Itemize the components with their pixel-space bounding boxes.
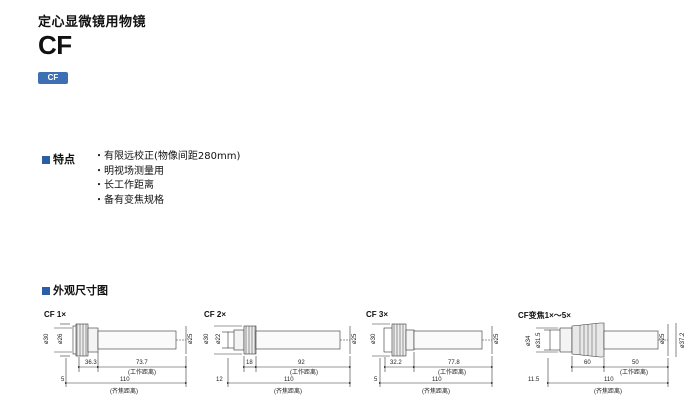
- dim-cf2-len-b: 92: [298, 360, 305, 366]
- objective-tube: [97, 330, 177, 350]
- dim-cf1-dia-outer: ø30: [44, 333, 50, 344]
- model-label-cf2: CF 2×: [204, 310, 227, 319]
- dim-cfzoom-dia-max: ø37.2: [680, 332, 686, 348]
- dim-cfzoom-len-b: 50: [632, 360, 639, 366]
- feature-item: 明视场测量用: [94, 165, 240, 180]
- objective-collar: [87, 327, 99, 353]
- section-marker-icon: [42, 156, 50, 164]
- dim-cf1-focal-label: (齐焦距离): [110, 387, 138, 395]
- dim-cf3-dia-tube: ø25: [494, 333, 500, 344]
- model-label-cf3: CF 3×: [366, 310, 389, 319]
- drawing-cfzoom: [536, 322, 677, 387]
- dim-cf1-total: 110: [120, 377, 130, 383]
- dim-cf2-len-a: 18: [246, 360, 253, 366]
- feature-item: 长工作距离: [94, 179, 240, 194]
- dim-cf2-offset: 12: [216, 377, 223, 383]
- dim-cf3-focal-label: (齐焦距离): [422, 387, 450, 395]
- dim-cf1-dia-tube: ø25: [188, 333, 194, 344]
- dim-cfzoom-focal-label: (齐焦距离): [594, 387, 622, 395]
- dim-cfzoom-wd-label: (工作距离): [620, 368, 648, 376]
- objective-shoulder: [559, 327, 573, 353]
- section-marker-icon: [42, 287, 50, 295]
- page-subtitle: 定心显微镜用物镜: [38, 15, 147, 30]
- dim-cf3-offset: 5: [374, 377, 378, 383]
- dim-cf3-total: 110: [432, 377, 442, 383]
- dim-cf1-wd-label: (工作距离): [128, 368, 156, 376]
- feature-item: 备有变焦规格: [94, 194, 240, 209]
- dim-cfzoom-offset: 11.5: [528, 377, 540, 383]
- dimensions-heading-text: 外观尺寸图: [53, 284, 108, 297]
- dimensions-heading: 外观尺寸图: [42, 282, 108, 298]
- dim-cf1-offset: 5: [61, 377, 65, 383]
- features-heading-text: 特点: [53, 153, 75, 166]
- dim-cf2-total: 110: [284, 377, 294, 383]
- dim-cf1-dia-inner: ø26: [58, 333, 64, 344]
- dim-cf3-wd-label: (工作距离): [438, 368, 466, 376]
- model-label-cf1: CF 1×: [44, 310, 67, 319]
- objective-collar: [405, 329, 415, 351]
- model-label-cfzoom: CF变焦1×～5×: [518, 311, 571, 320]
- feature-item: 有限远校正(物像间距280mm): [94, 150, 240, 165]
- dim-cf2-dia-outer: ø30: [204, 333, 210, 344]
- dim-cf3-dia-outer: ø30: [371, 333, 377, 344]
- page-title: CF: [38, 30, 72, 60]
- dim-cfzoom-total: 110: [604, 377, 614, 383]
- features-heading: 特点: [42, 151, 75, 167]
- dim-cf3-len-b: 77.8: [448, 360, 460, 366]
- drawing-cf3: [372, 323, 494, 387]
- dim-cf2-dia-inner: ø22: [216, 333, 222, 344]
- objective-shoulder: [233, 329, 245, 351]
- features-list: 有限远校正(物像间距280mm) 明视场测量用 长工作距离 备有变焦规格: [94, 150, 240, 208]
- series-tag: CF: [38, 72, 68, 84]
- objective-tube: [255, 330, 341, 350]
- dim-cfzoom-dia-inner: ø31.5: [536, 332, 542, 348]
- objective-tube: [603, 330, 659, 350]
- dim-cf1-len-b: 73.7: [136, 360, 148, 366]
- dim-cf2-wd-label: (工作距离): [290, 368, 318, 376]
- objective-tube: [413, 330, 483, 350]
- dim-cf3-len-a: 32.2: [390, 360, 402, 366]
- dim-cfzoom-len-a: 60: [584, 360, 591, 366]
- dim-cf2-dia-tube: ø25: [352, 333, 358, 344]
- dim-cfzoom-dia-tube: ø25: [660, 333, 666, 344]
- dim-cf2-focal-label: (齐焦距离): [274, 387, 302, 395]
- dim-cfzoom-dia-outer: ø34: [526, 335, 532, 346]
- drawing-cf1: [54, 323, 188, 387]
- dim-cf1-len-a: 36.3: [85, 360, 97, 366]
- drawing-cf2: [214, 325, 352, 387]
